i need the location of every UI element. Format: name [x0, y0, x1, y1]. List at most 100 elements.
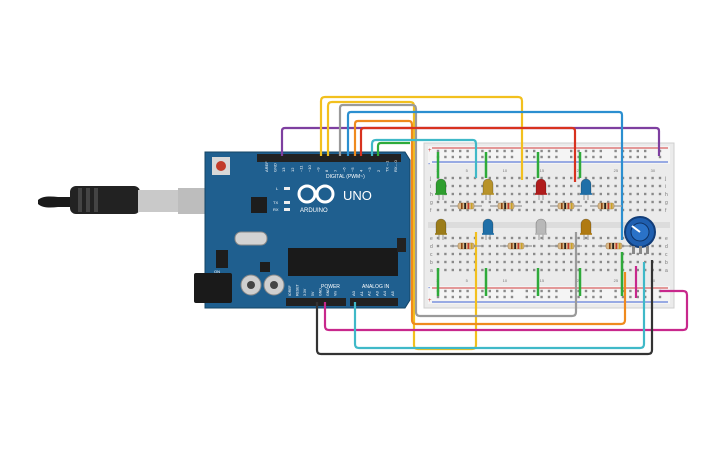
atmega-chip — [288, 248, 398, 276]
power-pin-label: 5V — [311, 291, 315, 296]
rail-minus-top: - — [428, 161, 431, 168]
row-letter: d — [430, 244, 433, 250]
wire-magenta — [323, 289, 689, 332]
row-letter: b — [430, 260, 433, 266]
led-green[interactable] — [435, 178, 447, 200]
power-pin-label: IOREF — [288, 285, 292, 296]
digital-pin-label: GND — [273, 163, 278, 172]
led-blue-2[interactable] — [482, 218, 494, 240]
digital-pin-label: 2 — [376, 169, 381, 172]
resistor[interactable] — [550, 202, 582, 210]
wire-black — [315, 260, 654, 356]
digital-pin-label: 13 — [281, 167, 286, 172]
row-letter: g — [430, 200, 433, 206]
row-letter: h — [665, 192, 668, 198]
resistor[interactable] — [500, 242, 532, 250]
usb-chip — [251, 197, 267, 213]
row-letter: g — [665, 200, 668, 206]
digital-pin-label: RX←0 — [393, 159, 398, 172]
board-model: UNO — [343, 188, 372, 203]
resistor[interactable] — [490, 202, 522, 210]
row-letter: j — [664, 176, 666, 182]
column-number: 5 — [466, 278, 469, 283]
resistor[interactable] — [550, 242, 582, 250]
led-blue[interactable] — [580, 178, 592, 200]
column-number: 25 — [614, 168, 619, 173]
pot-knob-indicator — [631, 225, 641, 233]
power-jack — [194, 273, 232, 303]
l-label: L — [276, 186, 279, 191]
led-red[interactable] — [535, 178, 547, 200]
row-letter: a — [665, 268, 668, 274]
rail-minus-bottom: - — [428, 285, 431, 292]
rail-plus-top: + — [428, 148, 432, 154]
analog-pin-label: A2 — [367, 290, 372, 296]
row-letter: h — [430, 192, 433, 198]
wire-teal — [370, 138, 478, 178]
power-pin-label: 3.3V — [303, 288, 307, 296]
rail-plus-bottom: + — [428, 298, 432, 304]
power-pin-label: Vin — [334, 291, 338, 296]
digital-pin-label: AREF — [264, 161, 269, 172]
led-amber[interactable] — [580, 218, 592, 240]
resistor[interactable] — [598, 242, 630, 250]
analog-pin-label: A5 — [390, 290, 395, 296]
tx-label: TX — [273, 200, 278, 205]
digital-header[interactable] — [257, 154, 401, 162]
power-pin-label: GND — [318, 288, 322, 296]
jumper-wires-green — [436, 152, 624, 296]
row-letter: e — [430, 236, 433, 242]
row-letter: i — [665, 184, 666, 190]
column-number: 15 — [540, 278, 545, 283]
digital-label: DIGITAL (PWM~) — [326, 174, 365, 180]
led-olive[interactable] — [435, 218, 447, 240]
column-number: 10 — [503, 168, 508, 173]
wire-teal-analog — [353, 262, 646, 350]
row-letter: c — [430, 252, 433, 258]
column-number: 15 — [540, 168, 545, 173]
wire-red — [359, 126, 577, 182]
column-number: 30 — [651, 278, 656, 283]
wires[interactable] — [280, 95, 689, 356]
digital-pin-label: 8 — [324, 169, 329, 172]
digital-pin-label: ~6 — [341, 167, 346, 172]
resistor[interactable] — [450, 242, 482, 250]
digital-pin-label: ~9 — [316, 167, 321, 172]
column-number: 5 — [466, 168, 469, 173]
analog-header[interactable] — [350, 298, 398, 306]
analog-pin-label: A3 — [374, 290, 379, 296]
row-letter: e — [665, 236, 668, 242]
arduino-board[interactable]: ARDUINO UNO DIGITAL (PWM~) POWER ANALOG … — [194, 151, 411, 309]
digital-pin-label: 7 — [333, 169, 338, 172]
on-label: ON — [214, 269, 220, 274]
analog-pin-label: A1 — [359, 290, 364, 296]
wire-yellow-outer — [319, 95, 524, 180]
rx-label: RX — [273, 207, 279, 212]
digital-pin-label: TX→1 — [384, 160, 389, 172]
reset-button[interactable] — [216, 161, 226, 171]
power-pin-label: RESET — [296, 283, 300, 296]
row-letter: i — [430, 184, 431, 190]
power-pin-label: GND — [326, 288, 330, 296]
column-number: 10 — [503, 278, 508, 283]
leds[interactable] — [435, 178, 592, 240]
crystal — [234, 231, 268, 246]
resistor[interactable] — [590, 202, 622, 210]
analog-pin-label: A4 — [382, 290, 387, 296]
row-letter: f — [665, 208, 667, 214]
led-yellow[interactable] — [482, 178, 494, 200]
resistors[interactable] — [450, 202, 630, 250]
wire-orange — [353, 119, 627, 326]
resistor[interactable] — [450, 202, 482, 210]
digital-pin-label: ~10 — [307, 164, 312, 172]
analog-label: ANALOG IN — [362, 284, 390, 290]
led-white[interactable] — [535, 218, 547, 240]
wire-blue — [346, 110, 624, 240]
row-letter: d — [665, 244, 668, 250]
column-number: 30 — [651, 168, 656, 173]
digital-pin-label: ~11 — [298, 165, 303, 172]
potentiometer[interactable] — [624, 216, 656, 254]
